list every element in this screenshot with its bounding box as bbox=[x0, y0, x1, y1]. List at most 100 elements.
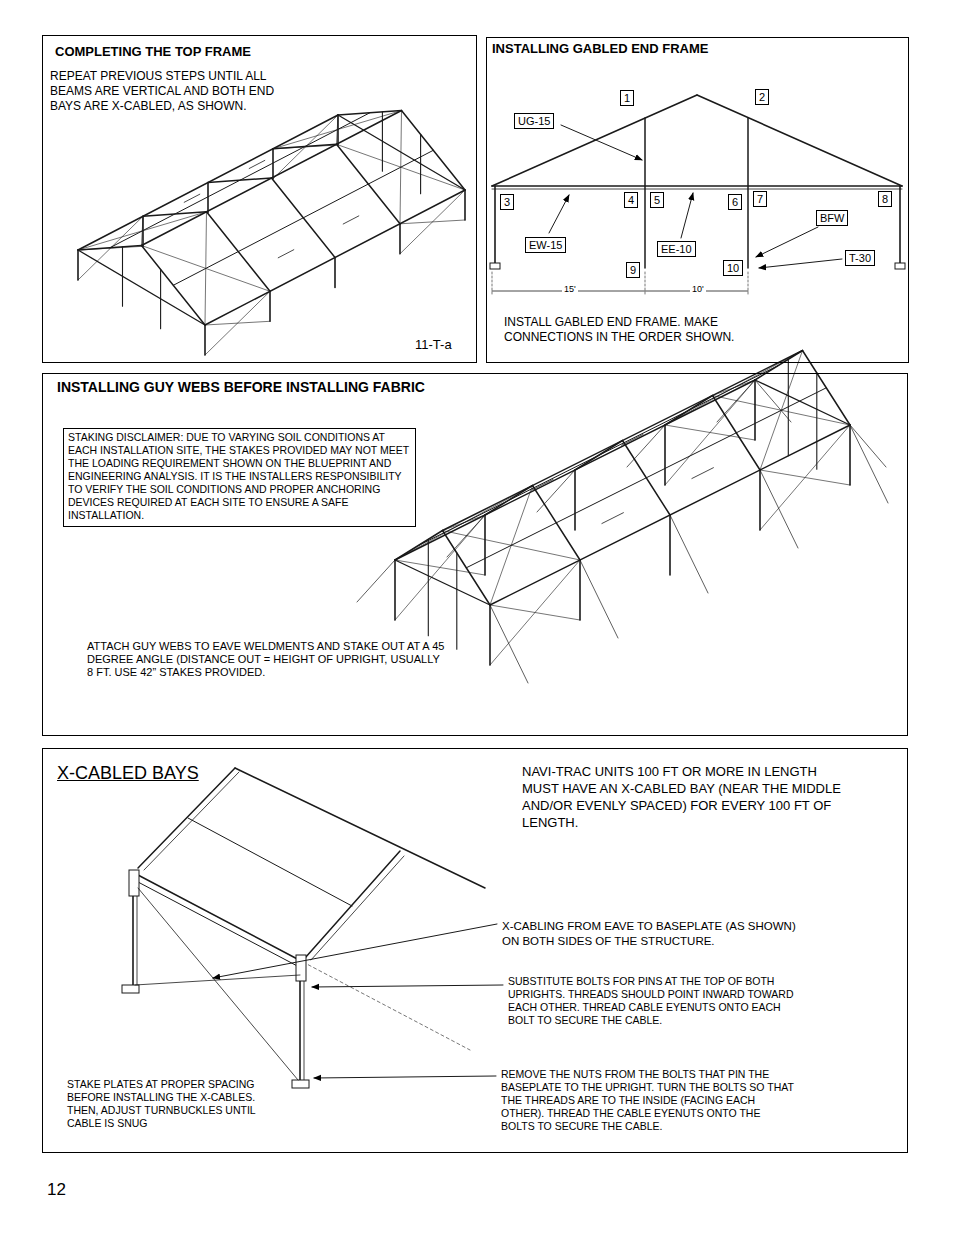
upright bbox=[399, 224, 401, 254]
baseplate bbox=[490, 263, 500, 269]
cross-member bbox=[532, 479, 554, 490]
gable-post bbox=[428, 539, 429, 635]
gable-post bbox=[456, 553, 457, 649]
x-cable bbox=[665, 351, 803, 426]
text: REMOVE THE NUTS FROM THE BOLTS THAT PIN … bbox=[501, 1068, 796, 1133]
guy-web bbox=[490, 605, 528, 683]
dimension-label: 10' bbox=[690, 284, 706, 295]
text: 8 bbox=[882, 192, 888, 206]
upright bbox=[77, 250, 79, 280]
x-cable bbox=[78, 212, 207, 250]
disclaimer-box: STAKING DISCLAIMER: DUE TO VARYING SOIL … bbox=[63, 428, 416, 527]
instruction-panel: X-CABLED BAYSNAVI-TRAC UNITS 100 FT OR M… bbox=[42, 748, 908, 1153]
x-cable bbox=[142, 246, 271, 292]
text: NAVI-TRAC UNITS 100 FT OR MORE IN LENGTH… bbox=[522, 763, 857, 831]
purlin bbox=[78, 115, 338, 250]
leader-arrow bbox=[756, 227, 818, 257]
guy-web bbox=[670, 515, 708, 593]
upright bbox=[304, 968, 305, 1080]
upright bbox=[754, 380, 756, 440]
callout-number: 6 bbox=[728, 194, 742, 210]
eave-beam bbox=[303, 962, 470, 1050]
x-cable bbox=[78, 216, 143, 280]
cross-member bbox=[184, 194, 200, 202]
leader-arrow bbox=[312, 985, 503, 987]
text: UG-15 bbox=[518, 114, 550, 128]
cross-member bbox=[622, 434, 644, 445]
eave-beam bbox=[138, 882, 303, 969]
text: STAKE PLATES AT PROPER SPACING BEFORE IN… bbox=[67, 1078, 282, 1130]
panel-heading: COMPLETING THE TOP FRAME bbox=[55, 44, 251, 60]
callout-number: 7 bbox=[753, 191, 767, 207]
upright bbox=[489, 605, 491, 665]
gable-beam bbox=[755, 380, 850, 425]
dimension-tick bbox=[748, 272, 749, 296]
gable-post bbox=[816, 373, 817, 469]
x-cable bbox=[205, 291, 270, 355]
upright bbox=[494, 186, 496, 268]
callout-number: 9 bbox=[626, 262, 640, 278]
leader-arrow bbox=[549, 195, 569, 233]
upright bbox=[579, 560, 581, 620]
purlin bbox=[205, 190, 465, 325]
callout-number: 3 bbox=[500, 194, 514, 210]
text: SUBSTITUTE BOLTS FOR PINS AT THE TOP OF … bbox=[508, 975, 798, 1027]
leader-arrow bbox=[759, 259, 842, 268]
guy-web bbox=[447, 515, 485, 557]
upright bbox=[299, 968, 301, 1080]
leader-arrow bbox=[681, 193, 693, 238]
ridge bbox=[235, 768, 485, 888]
purlin bbox=[466, 388, 826, 568]
x-cable bbox=[135, 975, 300, 985]
cross-member bbox=[602, 513, 624, 524]
upright bbox=[269, 291, 271, 321]
part-label: EE-10 bbox=[657, 241, 696, 257]
gable-post bbox=[420, 134, 421, 194]
callout-number: 10 bbox=[723, 260, 743, 276]
upright bbox=[204, 325, 206, 355]
upright bbox=[849, 425, 851, 485]
dimension-label: 15' bbox=[562, 284, 578, 295]
guy-web bbox=[760, 470, 798, 548]
eave-fitting bbox=[129, 870, 139, 896]
text: 5 bbox=[654, 193, 660, 207]
page-number: 12 bbox=[45, 1180, 68, 1200]
cross-member bbox=[343, 216, 359, 224]
instruction-panel: INSTALLING GUY WEBS BEFORE INSTALLING FA… bbox=[42, 373, 908, 736]
eave-fitting bbox=[296, 955, 306, 981]
text: INSTALL GABLED END FRAME. MAKE CONNECTIO… bbox=[504, 315, 774, 345]
callout-number: 8 bbox=[878, 191, 892, 207]
upright bbox=[759, 470, 761, 530]
guy-web bbox=[850, 425, 888, 503]
cross-member bbox=[692, 468, 714, 479]
end-beam bbox=[492, 189, 902, 190]
upright bbox=[394, 560, 396, 620]
dimension-tick bbox=[492, 272, 493, 296]
purlin bbox=[395, 380, 755, 560]
x-cable bbox=[273, 111, 402, 149]
eave-beam bbox=[138, 875, 303, 962]
x-cable bbox=[337, 115, 339, 144]
gable-post bbox=[122, 247, 123, 306]
baseplate bbox=[895, 263, 905, 269]
rafter bbox=[144, 772, 239, 870]
upright bbox=[669, 515, 671, 575]
guy-web bbox=[850, 425, 886, 467]
rafter bbox=[305, 851, 400, 958]
text: REPEAT PREVIOUS STEPS UNTIL ALL BEAMS AR… bbox=[50, 69, 300, 114]
part-label: UG-15 bbox=[514, 113, 554, 129]
purlin bbox=[188, 818, 352, 906]
text: ATTACH GUY WEBS TO EAVE WELDMENTS AND ST… bbox=[87, 640, 447, 679]
x-cable bbox=[337, 144, 466, 190]
panel-heading: INSTALLING GABLED END FRAME bbox=[492, 41, 708, 57]
leader-arrow bbox=[561, 125, 642, 160]
gable-post bbox=[747, 118, 749, 268]
text: 11-T-a bbox=[415, 337, 452, 353]
gable-post bbox=[160, 269, 161, 328]
guy-web bbox=[580, 560, 618, 638]
text: 6 bbox=[732, 195, 738, 209]
text: 3 bbox=[504, 195, 510, 209]
upright bbox=[574, 470, 576, 530]
